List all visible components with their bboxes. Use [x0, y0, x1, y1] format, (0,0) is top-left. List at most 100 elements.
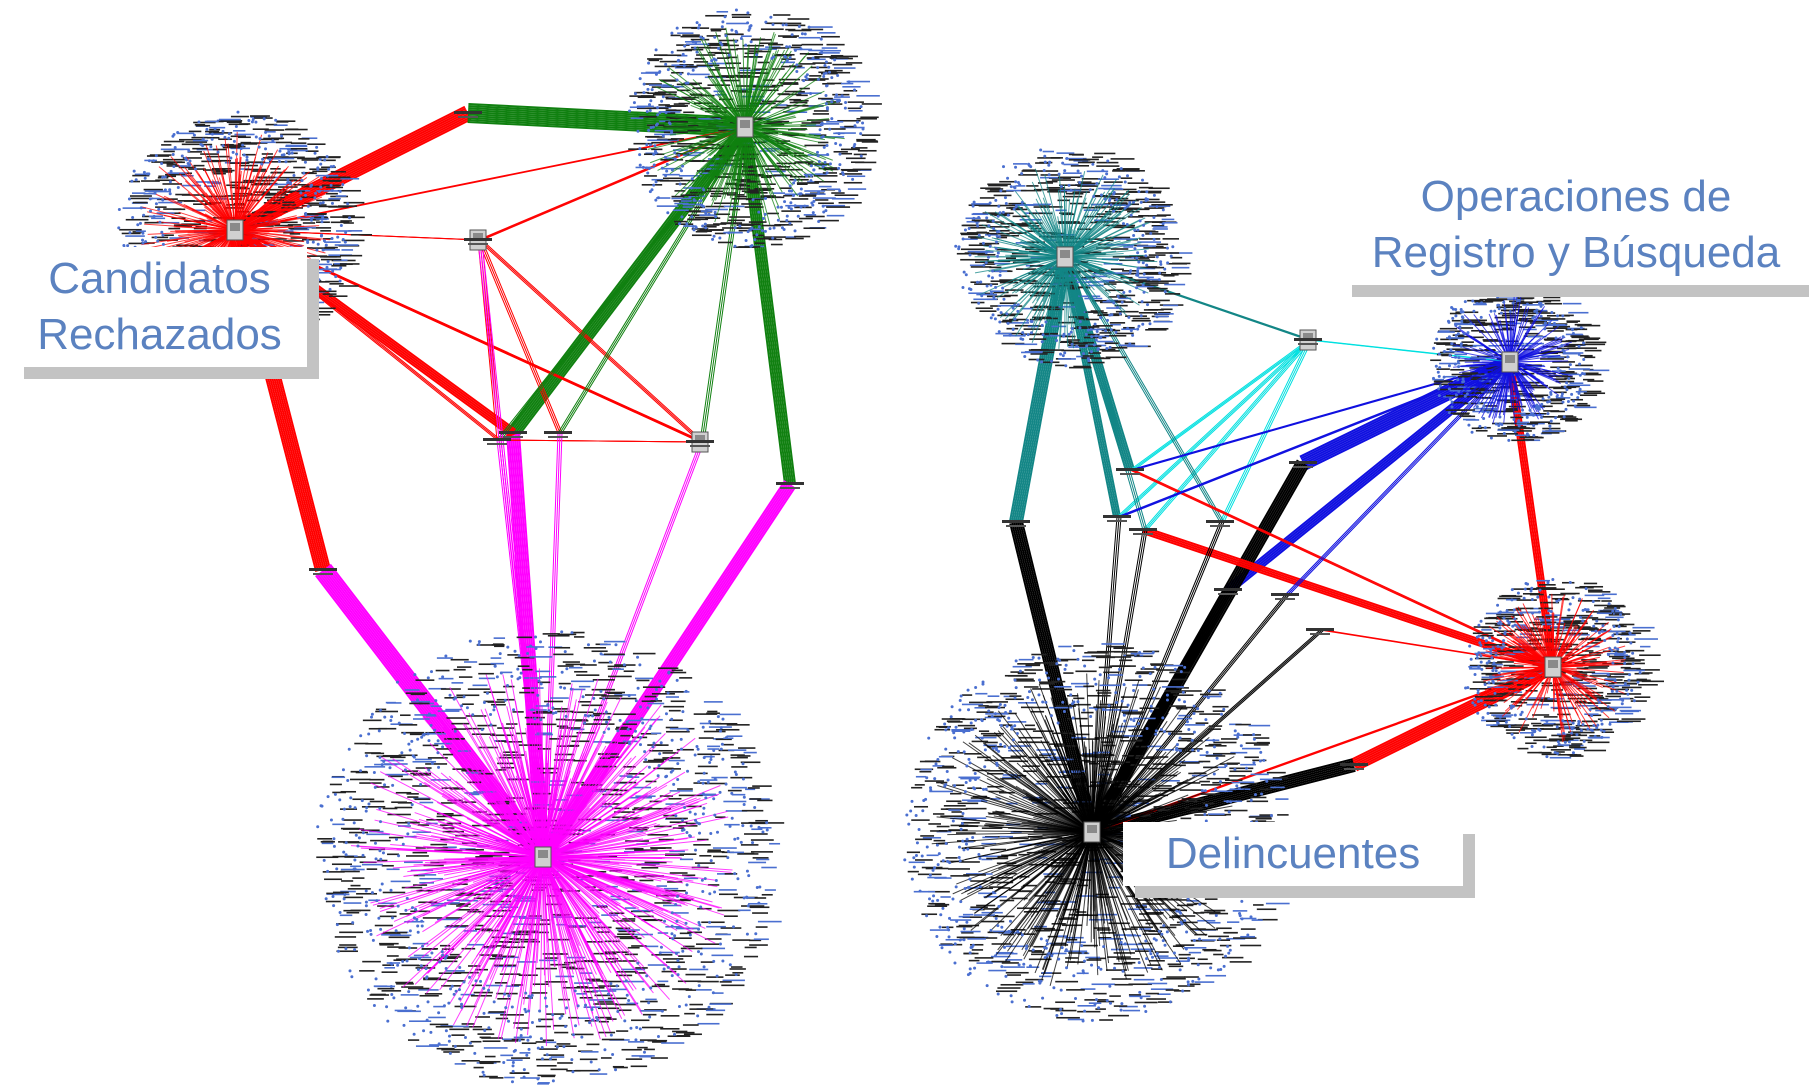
- cluster-node-label: [647, 92, 660, 95]
- cluster-node: [713, 776, 717, 780]
- cluster-node: [602, 730, 606, 734]
- cluster-node-label: [340, 177, 360, 180]
- cluster-node-label: [710, 28, 726, 31]
- cluster-node: [328, 287, 332, 291]
- cluster-node: [799, 205, 803, 209]
- edge: [1093, 594, 1288, 833]
- cluster-node-label: [666, 105, 687, 107]
- cluster-node-label: [665, 97, 687, 100]
- cluster-node-label: [435, 669, 450, 672]
- cluster-node-label: [234, 133, 255, 136]
- cluster-node-label: [1148, 215, 1167, 217]
- cluster-node-label: [682, 154, 701, 157]
- cluster-node: [576, 1004, 580, 1008]
- edge: [316, 573, 539, 862]
- cluster-node-label: [1055, 209, 1067, 212]
- cluster-node: [711, 991, 715, 995]
- cluster-node-label: [794, 154, 808, 157]
- cluster-node-label: [660, 159, 684, 161]
- cluster-node: [321, 216, 325, 220]
- cluster-node: [242, 153, 246, 157]
- cluster-node-label: [557, 1062, 573, 1064]
- cluster-spoke: [484, 708, 544, 858]
- cluster-node-label: [665, 889, 686, 892]
- cluster-node: [698, 923, 702, 927]
- cluster-node: [465, 706, 469, 710]
- cluster-node-label: [832, 93, 850, 96]
- cluster-node-label: [607, 692, 623, 695]
- cluster-node: [636, 686, 640, 690]
- cluster-node: [278, 149, 282, 153]
- cluster-node-label: [611, 807, 630, 810]
- cluster-node: [785, 45, 789, 49]
- cluster-node-label: [449, 1028, 470, 1031]
- cluster-node-label: [656, 885, 667, 887]
- cluster-node: [608, 660, 612, 664]
- cluster-node-label: [776, 162, 796, 165]
- cluster-node-label: [332, 891, 349, 894]
- cluster-node-label: [566, 956, 585, 959]
- cluster-spoke: [542, 771, 549, 858]
- cluster-node: [187, 149, 191, 153]
- cluster-spoke: [542, 839, 707, 858]
- cluster-node: [457, 988, 461, 992]
- cluster-node: [679, 72, 683, 76]
- cluster-node-label: [607, 675, 632, 678]
- cluster-node-label: [599, 643, 611, 646]
- cluster-node-label: [781, 58, 796, 60]
- cluster-node: [824, 209, 828, 213]
- cluster-node-label: [697, 838, 709, 841]
- cluster-node-label: [1004, 289, 1024, 291]
- cluster-node: [511, 1069, 515, 1073]
- cluster-node: [673, 151, 677, 155]
- cluster-node: [674, 902, 678, 906]
- cluster-node-label: [378, 727, 397, 730]
- cluster-node-label: [1137, 285, 1154, 288]
- cluster-node: [638, 147, 642, 151]
- cluster-node-label: [568, 1016, 579, 1019]
- cluster-node: [809, 174, 813, 178]
- cluster-node-label: [412, 942, 429, 945]
- cluster-node-label: [857, 149, 877, 152]
- cluster-node-label: [1030, 353, 1048, 355]
- cluster-node: [702, 205, 706, 209]
- cluster-node: [652, 152, 656, 156]
- cluster-magenta-cluster: [316, 630, 785, 1085]
- cluster-node-label: [444, 697, 458, 699]
- cluster-node-label: [476, 644, 498, 646]
- cluster-node-label: [691, 234, 712, 237]
- cluster-node: [209, 145, 213, 149]
- cluster-spoke: [744, 123, 817, 128]
- cluster-spoke: [542, 856, 573, 940]
- cluster-node-label: [155, 179, 176, 182]
- cluster-node-label: [719, 48, 738, 51]
- cluster-node: [353, 806, 357, 810]
- cluster-node-label: [778, 93, 802, 96]
- cluster-node: [654, 687, 658, 691]
- cluster-node: [641, 165, 645, 169]
- cluster-node-label: [672, 912, 689, 914]
- cluster-node: [676, 762, 680, 766]
- cluster-node: [239, 147, 243, 151]
- cluster-node-label: [343, 201, 365, 204]
- cluster-node: [321, 201, 325, 205]
- cluster-node-label: [464, 792, 484, 794]
- cluster-node-label: [847, 101, 864, 103]
- cluster-node-label: [794, 161, 811, 164]
- cluster-node: [607, 727, 611, 731]
- cluster-node-label: [506, 813, 527, 815]
- cluster-node: [330, 237, 334, 241]
- cluster-spoke: [542, 856, 622, 911]
- cluster-node: [420, 735, 424, 739]
- cluster-node-label: [841, 126, 865, 129]
- cluster-node-label: [665, 120, 689, 123]
- cluster-node: [733, 872, 737, 876]
- cluster-node-label: [691, 46, 712, 49]
- cluster-node-label: [433, 1005, 446, 1008]
- cluster-node: [698, 23, 702, 27]
- cluster-node-label: [342, 216, 365, 219]
- edge: [1142, 339, 1309, 531]
- cluster-node-label: [374, 985, 395, 988]
- cluster-node-label: [434, 742, 452, 745]
- cluster-node-label: [699, 793, 717, 796]
